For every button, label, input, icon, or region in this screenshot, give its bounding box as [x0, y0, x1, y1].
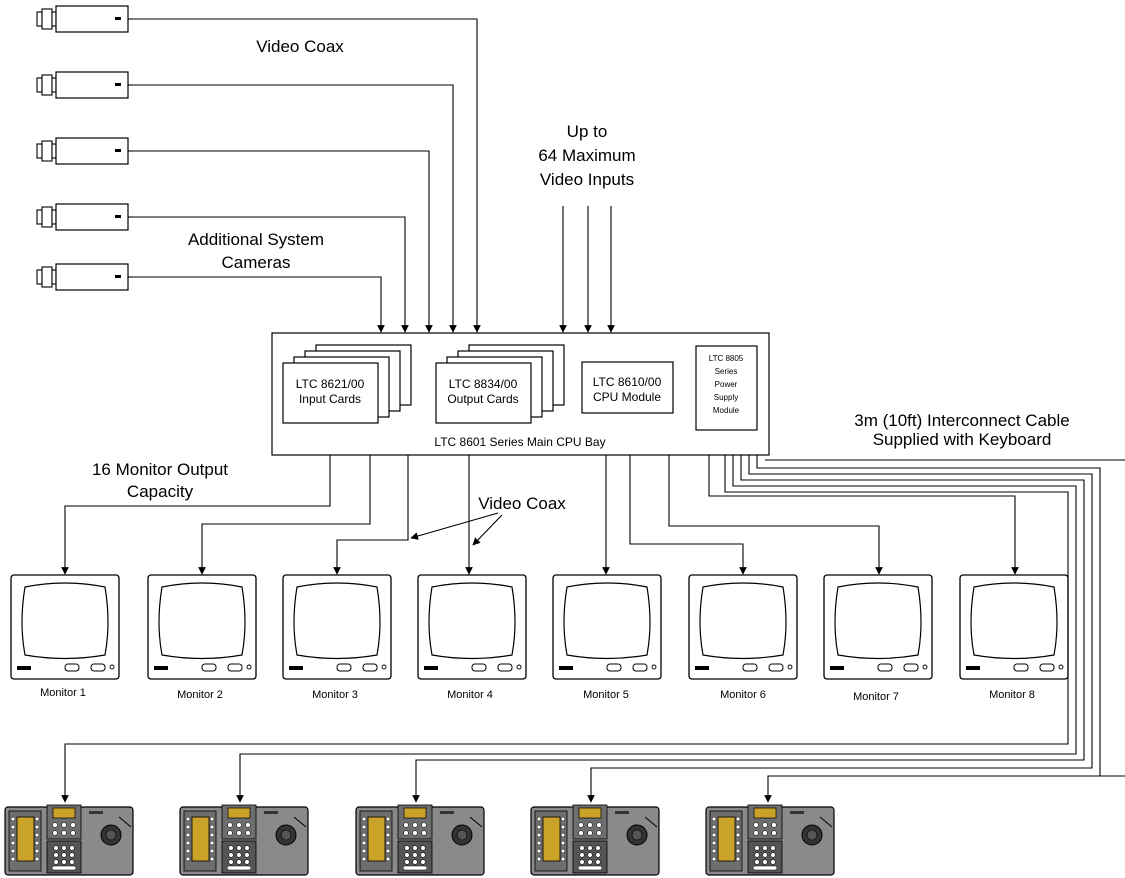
monitor-3-icon	[282, 574, 392, 680]
additional-cameras-line2: Cameras	[222, 253, 291, 272]
inputs-label-line3: Video Inputs	[540, 170, 634, 189]
monitor-6-icon	[688, 574, 798, 680]
monitor-6-label: Monitor 6	[720, 689, 766, 701]
video-coax-label-top: Video Coax	[256, 37, 344, 56]
input-cards-line1: LTC 8621/00	[296, 377, 365, 391]
power-supply-line3: Power	[715, 380, 738, 389]
camera-4-icon	[36, 203, 134, 231]
camera-2-icon	[36, 71, 134, 99]
cable-label-line2: Supplied with Keyboard	[873, 430, 1052, 449]
cable-label-line1: 3m (10ft) Interconnect Cable	[854, 411, 1069, 430]
monitor-5-label: Monitor 5	[583, 689, 629, 701]
cpu-bay-title: LTC 8601 Series Main CPU Bay	[434, 435, 605, 449]
additional-cameras-line1: Additional System	[188, 230, 324, 249]
extra-input-wires	[559, 206, 615, 333]
cpu-module-box	[581, 361, 674, 414]
power-supply-line1: LTC 8805	[709, 354, 744, 363]
monitor-8-icon	[959, 574, 1069, 680]
camera-3-icon	[36, 137, 134, 165]
power-supply-line5: Module	[713, 406, 740, 415]
camera-1-icon	[36, 5, 134, 33]
power-supply-line4: Supply	[714, 393, 738, 402]
camera-group	[36, 5, 134, 291]
power-supply-box	[695, 345, 758, 431]
keyboard-3-icon	[355, 804, 485, 876]
input-cards-line2: Input Cards	[299, 392, 361, 406]
keyboard-4-icon	[530, 804, 660, 876]
monitor-5-icon	[552, 574, 662, 680]
output-cards-line2: Output Cards	[447, 392, 518, 406]
cpu-bay: LTC 8621/00 Input Cards LTC 8834/00 Outp…	[271, 332, 770, 456]
video-coax-label-mid: Video Coax	[478, 494, 566, 513]
monitor-1-icon	[10, 574, 120, 680]
monitor-3-label: Monitor 3	[312, 689, 358, 701]
output-capacity-line1: 16 Monitor Output	[92, 460, 228, 479]
monitor-7-label: Monitor 7	[853, 691, 899, 703]
monitor-4-icon	[417, 574, 527, 680]
keyboard-5-icon	[705, 804, 835, 876]
cpu-module-line1: LTC 8610/00	[593, 375, 662, 389]
monitor-group	[10, 574, 1069, 680]
monitor-8-label: Monitor 8	[989, 689, 1035, 701]
cpu-module-line2: CPU Module	[593, 390, 661, 404]
monitor-2-label: Monitor 2	[177, 689, 223, 701]
keyboard-2-icon	[179, 804, 309, 876]
output-cards-line1: LTC 8834/00	[449, 377, 518, 391]
camera-5-icon	[36, 263, 134, 291]
power-supply-line2: Series	[715, 367, 738, 376]
input-cards-box	[282, 362, 379, 424]
monitor-2-icon	[147, 574, 257, 680]
monitor-1-label: Monitor 1	[40, 687, 86, 699]
keyboard-group	[4, 804, 835, 876]
monitor-7-icon	[823, 574, 933, 680]
monitor-wires	[61, 455, 1019, 575]
output-cards-box	[435, 362, 532, 424]
inputs-label-line2: 64 Maximum	[538, 146, 635, 165]
inputs-label-line1: Up to	[567, 122, 608, 141]
camera-wires	[133, 18, 481, 333]
keyboard-1-icon	[4, 804, 134, 876]
keyboard-cables	[61, 455, 1125, 803]
output-capacity-line2: Capacity	[127, 482, 194, 501]
monitor-labels: Monitor 1 Monitor 2 Monitor 3 Monitor 4 …	[40, 687, 1035, 703]
monitor-4-label: Monitor 4	[447, 689, 493, 701]
